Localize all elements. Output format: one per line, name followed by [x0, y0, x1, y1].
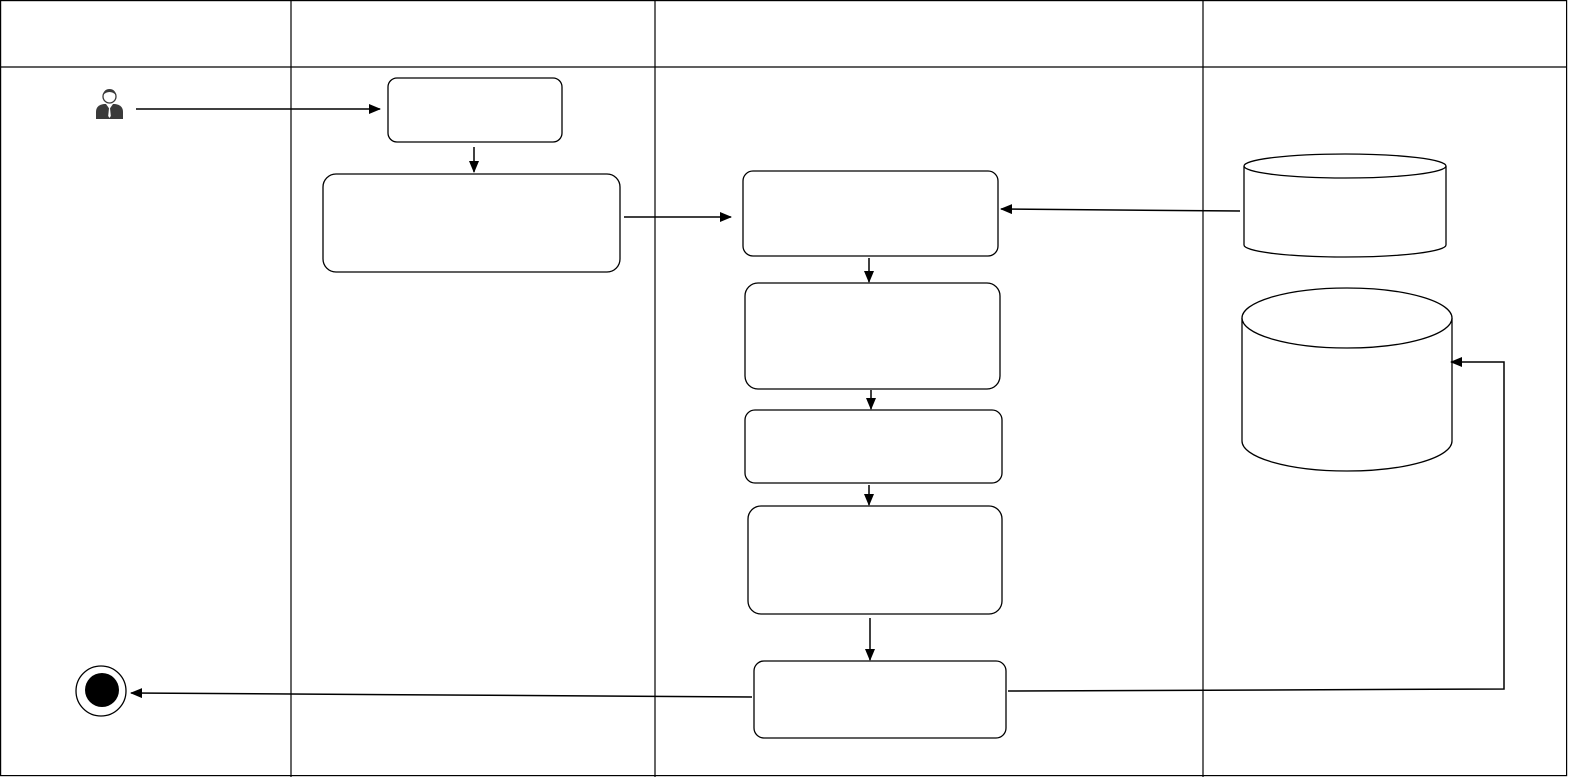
database-2: [1241, 287, 1453, 472]
process-box-6: [747, 505, 1003, 615]
connectors: [130, 104, 1505, 699]
final-node: [75, 665, 127, 717]
process-nodes: [322, 77, 1007, 739]
edge-db1-to-box3: [1000, 204, 1241, 215]
process-box-4: [744, 282, 1001, 390]
edge-box7-to-end: [130, 688, 753, 699]
edge-box7-to-db2: [1007, 357, 1505, 692]
process-box-3: [742, 170, 999, 257]
process-box-7: [753, 660, 1007, 739]
process-box-5: [744, 409, 1003, 484]
actor-icon: [96, 89, 123, 119]
database-1: [1243, 153, 1447, 258]
process-box-1: [387, 77, 563, 143]
process-box-2: [322, 173, 621, 273]
